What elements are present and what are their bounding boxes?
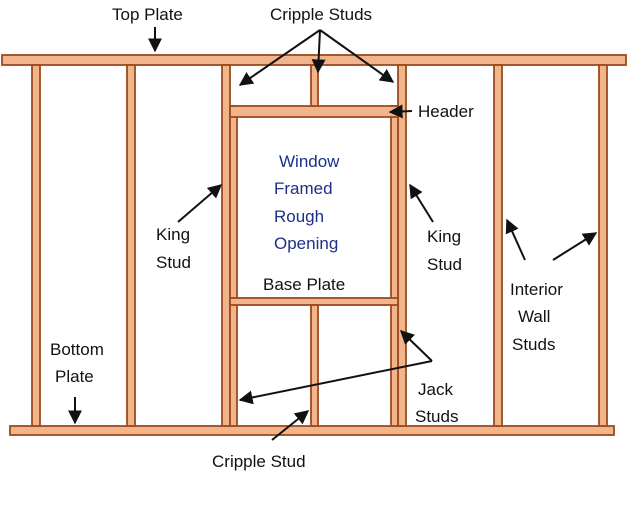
label-bottom-plate-1: Bottom <box>50 340 104 359</box>
arrow-jack-right <box>399 330 433 362</box>
bottom-plate <box>9 425 615 436</box>
arrow-interior-2 <box>552 232 598 261</box>
interior-wall-stud <box>598 64 608 427</box>
base-plate <box>229 297 399 306</box>
header <box>229 105 399 118</box>
wall-stud <box>31 64 41 427</box>
king-stud-right <box>397 64 407 427</box>
top-plate <box>1 54 627 66</box>
wall-stud <box>126 64 136 427</box>
label-cripple-stud: Cripple Stud <box>212 452 306 471</box>
label-bottom-plate-2: Plate <box>55 367 94 386</box>
arrow-cripple-middle <box>311 29 326 74</box>
label-window-line3: Rough <box>274 207 324 226</box>
label-jack-studs-2: Studs <box>415 407 458 426</box>
label-window-line4: Opening <box>274 234 338 253</box>
label-header: Header <box>418 102 474 121</box>
label-top-plate: Top Plate <box>112 5 183 24</box>
label-interior-3: Studs <box>512 335 555 354</box>
arrow-cripple-stud <box>271 410 310 441</box>
label-king-stud-right-1: King <box>427 227 461 246</box>
interior-wall-stud <box>493 64 503 427</box>
king-stud-left <box>221 64 231 427</box>
label-king-stud-left-2: Stud <box>156 253 191 272</box>
label-jack-studs-1: Jack <box>418 380 453 399</box>
jack-stud-right <box>390 105 399 427</box>
label-window-line1: Window <box>279 152 340 171</box>
cripple-stud-lower <box>310 304 319 427</box>
label-cripple-studs: Cripple Studs <box>270 5 372 24</box>
arrow-interior-1 <box>505 218 526 261</box>
arrows <box>68 27 598 441</box>
label-king-stud-left-1: King <box>156 225 190 244</box>
arrow-header <box>388 104 413 119</box>
jack-stud-left <box>229 105 238 427</box>
label-base-plate: Base Plate <box>263 275 345 294</box>
arrow-king-stud-left <box>177 184 223 223</box>
arrow-cripple-left <box>238 29 321 86</box>
cripple-stud-upper <box>310 64 319 107</box>
label-interior-2: Wall <box>518 307 550 326</box>
framing <box>1 54 627 436</box>
arrow-cripple-right <box>319 29 395 83</box>
label-king-stud-right-2: Stud <box>427 255 462 274</box>
arrow-king-stud-right <box>409 183 434 223</box>
labels: Top Plate Cripple Studs Header Window Fr… <box>50 5 563 471</box>
arrow-jack-left <box>238 360 433 405</box>
label-interior-1: Interior <box>510 280 563 299</box>
label-window-line2: Framed <box>274 179 333 198</box>
